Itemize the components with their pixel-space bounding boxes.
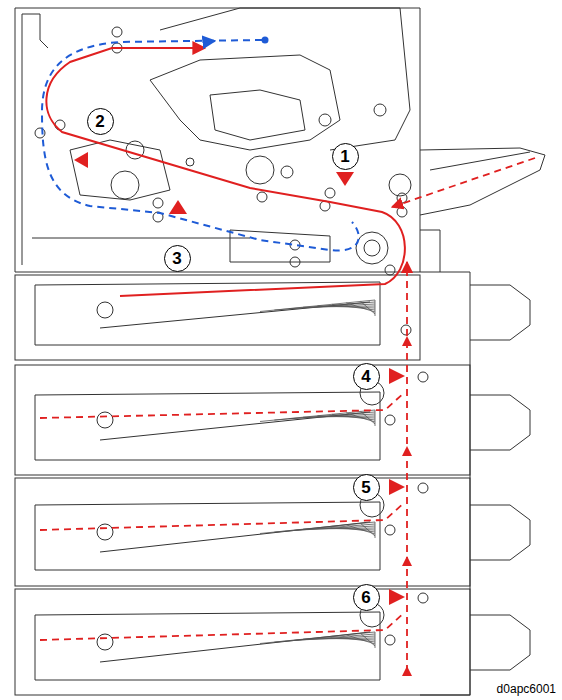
callout-number: 2 [95,113,104,130]
stack-line [260,632,375,644]
stack-line [361,411,375,424]
stack-line [303,638,375,639]
stack-line [375,410,376,426]
machine-outline [15,8,545,695]
stack-line [361,633,375,646]
stack-line [260,300,375,312]
callout-number: 4 [361,368,370,385]
callout-number: 3 [172,250,181,267]
tray-feed-paths [40,392,405,640]
figure-id: d0apc6001 [497,682,556,696]
stack-line [274,634,375,642]
duplex-path [42,40,359,251]
stack-line [361,523,375,536]
stack-line [274,524,375,532]
stack-line [303,528,375,529]
callout-circle: 1 [332,143,359,170]
stack-line [375,300,376,316]
callout-circle: 4 [353,363,380,390]
callout-number: 1 [340,148,349,165]
callout-circle: 6 [353,584,380,611]
stack-line [375,632,376,648]
flow-arrowheads [402,336,412,676]
stack-line [260,522,375,534]
callout-circle: 2 [87,108,114,135]
main-paper-path [46,48,405,296]
vertical-feed-path [406,262,408,672]
callout-number: 6 [361,589,370,606]
stack-line [303,416,375,417]
stack-line [274,412,375,420]
stack-line [375,522,376,538]
stack-line [303,306,375,307]
stack-line [274,302,375,310]
callout-circle: 3 [164,245,191,272]
stack-line [361,301,375,314]
callout-pointers [74,152,405,605]
callout-number: 5 [361,479,370,496]
duplex-arrow [205,41,215,42]
callout-circle: 5 [353,474,380,501]
duplex-dot [262,37,269,44]
bypass-path [392,158,535,207]
